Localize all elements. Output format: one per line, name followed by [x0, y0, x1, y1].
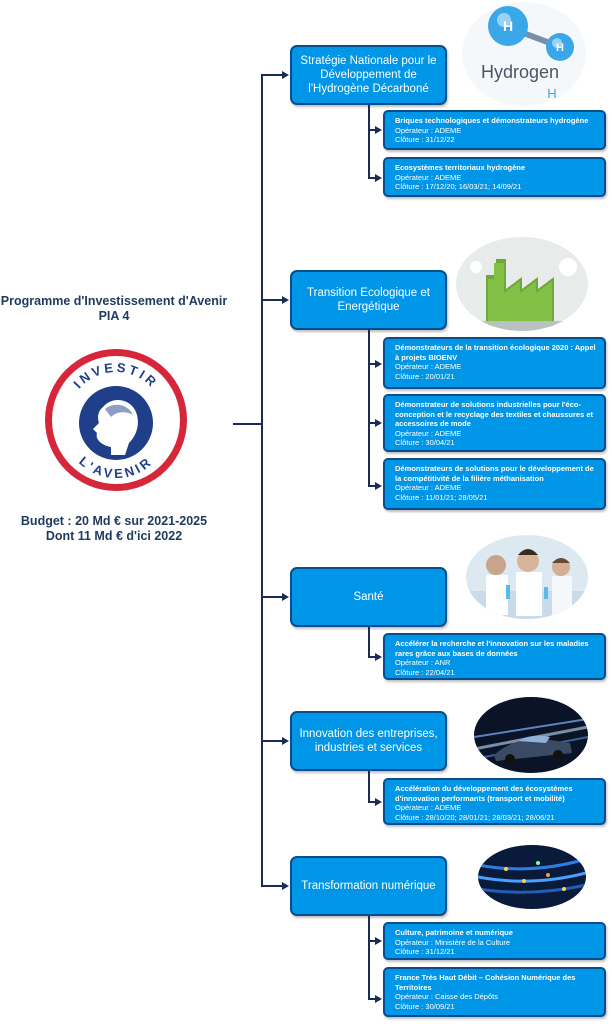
branch-4 [261, 740, 283, 742]
category-innovation-entreprises: Innovation des entreprises, industries e… [290, 711, 447, 771]
call-title: Briques technologiques et démonstrateurs… [395, 116, 589, 125]
call-closing: Clôture : 11/01/21; 28/05/21 [395, 492, 488, 502]
call-box: Accélération du développement des écosys… [383, 778, 606, 825]
sub-trunk-1 [368, 105, 370, 178]
hydrogen-logo: H H Hydrogen H [460, 0, 590, 108]
branch-3 [261, 596, 283, 598]
call-closing: Clôture : 30/09/21 [395, 1001, 455, 1011]
category-label: Transition Ecologique et Energétique [307, 287, 430, 313]
call-title: France Très Haut Débit – Cohésion Numéri… [395, 973, 576, 992]
green-factory-image [456, 237, 588, 331]
branch-1 [261, 74, 283, 76]
call-operator: Opérateur : ADEME [395, 483, 462, 492]
sub-trunk-5 [368, 916, 370, 999]
category-label: Stratégie Nationale pour le Développemen… [300, 55, 437, 95]
program-title-line1: Programme d'Investissement d'Avenir [0, 294, 228, 308]
sub-arrow-2-2 [375, 419, 382, 427]
sub-branch-2-2 [368, 422, 376, 424]
call-box: France Très Haut Débit – Cohésion Numéri… [383, 967, 606, 1017]
category-label: Transformation numérique [301, 880, 436, 892]
call-closing: Clôture : 31/12/22 [395, 135, 455, 144]
branch-5 [261, 885, 283, 887]
arrow-2 [282, 296, 289, 304]
sub-arrow-4-1 [375, 798, 382, 806]
call-title: Démonstrateurs de la transition écologiq… [395, 343, 596, 362]
category-label: Santé [353, 591, 384, 603]
sub-branch-5-1 [368, 940, 376, 942]
fast-car-image [474, 697, 588, 773]
laboratory-image [466, 535, 588, 619]
budget-line1: Budget : 20 Md € sur 2021-2025 [20, 514, 208, 528]
sub-trunk-3 [368, 627, 370, 657]
call-closing: Clôture : 30/04/21 [395, 438, 455, 447]
investir-avenir-logo: INVESTIR L'AVENIR [41, 345, 191, 495]
sub-arrow-5-2 [375, 995, 382, 1003]
hydrogen-word: Hydrogen [481, 62, 559, 82]
main-trunk [261, 74, 263, 887]
sub-branch-1-1 [368, 129, 376, 131]
call-closing: Clôture : 20/01/21 [395, 371, 455, 381]
sub-arrow-2-1 [375, 360, 382, 368]
budget-text: Budget : 20 Md € sur 2021-2025 Dont 11 M… [0, 514, 228, 544]
category-transition-ecologique: Transition Ecologique et Energétique [290, 270, 447, 330]
budget-line2: Dont 11 Md € d'ici 2022 [45, 529, 183, 543]
call-title: Ecosystèmes territoriaux hydrogène [395, 163, 526, 172]
program-title: Programme d'Investissement d'Avenir PIA … [0, 294, 228, 324]
category-hydrogene: Stratégie Nationale pour le Développemen… [290, 45, 447, 105]
category-transformation-numerique: Transformation numérique [290, 856, 447, 916]
arrow-3 [282, 593, 289, 601]
sub-branch-3-1 [368, 656, 376, 658]
call-box: Briques technologiques et démonstrateurs… [383, 110, 606, 150]
branch-2 [261, 299, 283, 301]
call-title: Démonstrateur de solutions industrielles… [395, 400, 594, 428]
sub-arrow-1-1 [375, 126, 382, 134]
category-label: Innovation des entreprises, industries e… [299, 728, 438, 754]
network-cables-image [478, 845, 586, 909]
sub-branch-4-1 [368, 801, 376, 803]
call-operator: Opérateur : ADEME [395, 803, 462, 812]
root-connector [233, 423, 262, 425]
sub-branch-2-1 [368, 363, 376, 365]
call-operator: Opérateur : Ministère de la Culture [395, 937, 511, 947]
hydrogen-symbol: H [547, 86, 556, 101]
call-operator: Opérateur : ANR [395, 658, 451, 667]
program-title-line2: PIA 4 [98, 309, 130, 323]
sub-arrow-2-3 [375, 482, 382, 490]
arrow-1 [282, 71, 289, 79]
sub-arrow-3-1 [375, 653, 382, 661]
call-operator: Opérateur : ADEME [395, 428, 462, 438]
call-box: Démonstrateur de solutions industrielles… [383, 394, 606, 452]
call-closing: Clôture : 17/12/20; 16/03/21; 14/09/21 [395, 182, 522, 191]
sub-trunk-4 [368, 771, 370, 802]
call-box: Accélérer la recherche et l'innovation s… [383, 633, 606, 680]
call-closing: Clôture : 22/04/21 [395, 667, 455, 677]
call-box: Ecosystèmes territoriaux hydrogène Opéra… [383, 157, 606, 197]
call-operator: Opérateur : ADEME [395, 172, 462, 182]
sub-arrow-5-1 [375, 937, 382, 945]
call-box: Démonstrateurs de la transition écologiq… [383, 337, 606, 389]
category-sante: Santé [290, 567, 447, 627]
atom-letter-small: H [556, 42, 564, 54]
call-operator: Opérateur : Caisse des Dépôts [395, 992, 498, 1001]
call-closing: Clôture : 28/10/20; 28/01/21; 28/03/21; … [395, 812, 555, 822]
call-title: Accélérer la recherche et l'innovation s… [395, 639, 589, 658]
arrow-4 [282, 737, 289, 745]
sub-branch-1-2 [368, 177, 376, 179]
call-operator: Opérateur : ADEME [395, 362, 462, 371]
call-box: Culture, patrimoine et numérique Opérate… [383, 922, 606, 960]
sub-trunk-2 [368, 330, 370, 486]
sub-branch-5-2 [368, 998, 376, 1000]
sub-arrow-1-2 [375, 174, 382, 182]
call-operator: Opérateur : ADEME [395, 125, 462, 135]
call-title: Démonstrateurs de solutions pour le déve… [395, 464, 594, 483]
arrow-5 [282, 882, 289, 890]
atom-letter-large: H [503, 18, 513, 34]
call-title: Accélération du développement des écosys… [395, 784, 573, 803]
call-closing: Clôture : 31/12/21 [395, 947, 455, 956]
call-box: Démonstrateurs de solutions pour le déve… [383, 458, 606, 510]
call-title: Culture, patrimoine et numérique [395, 928, 513, 937]
sub-branch-2-3 [368, 485, 376, 487]
